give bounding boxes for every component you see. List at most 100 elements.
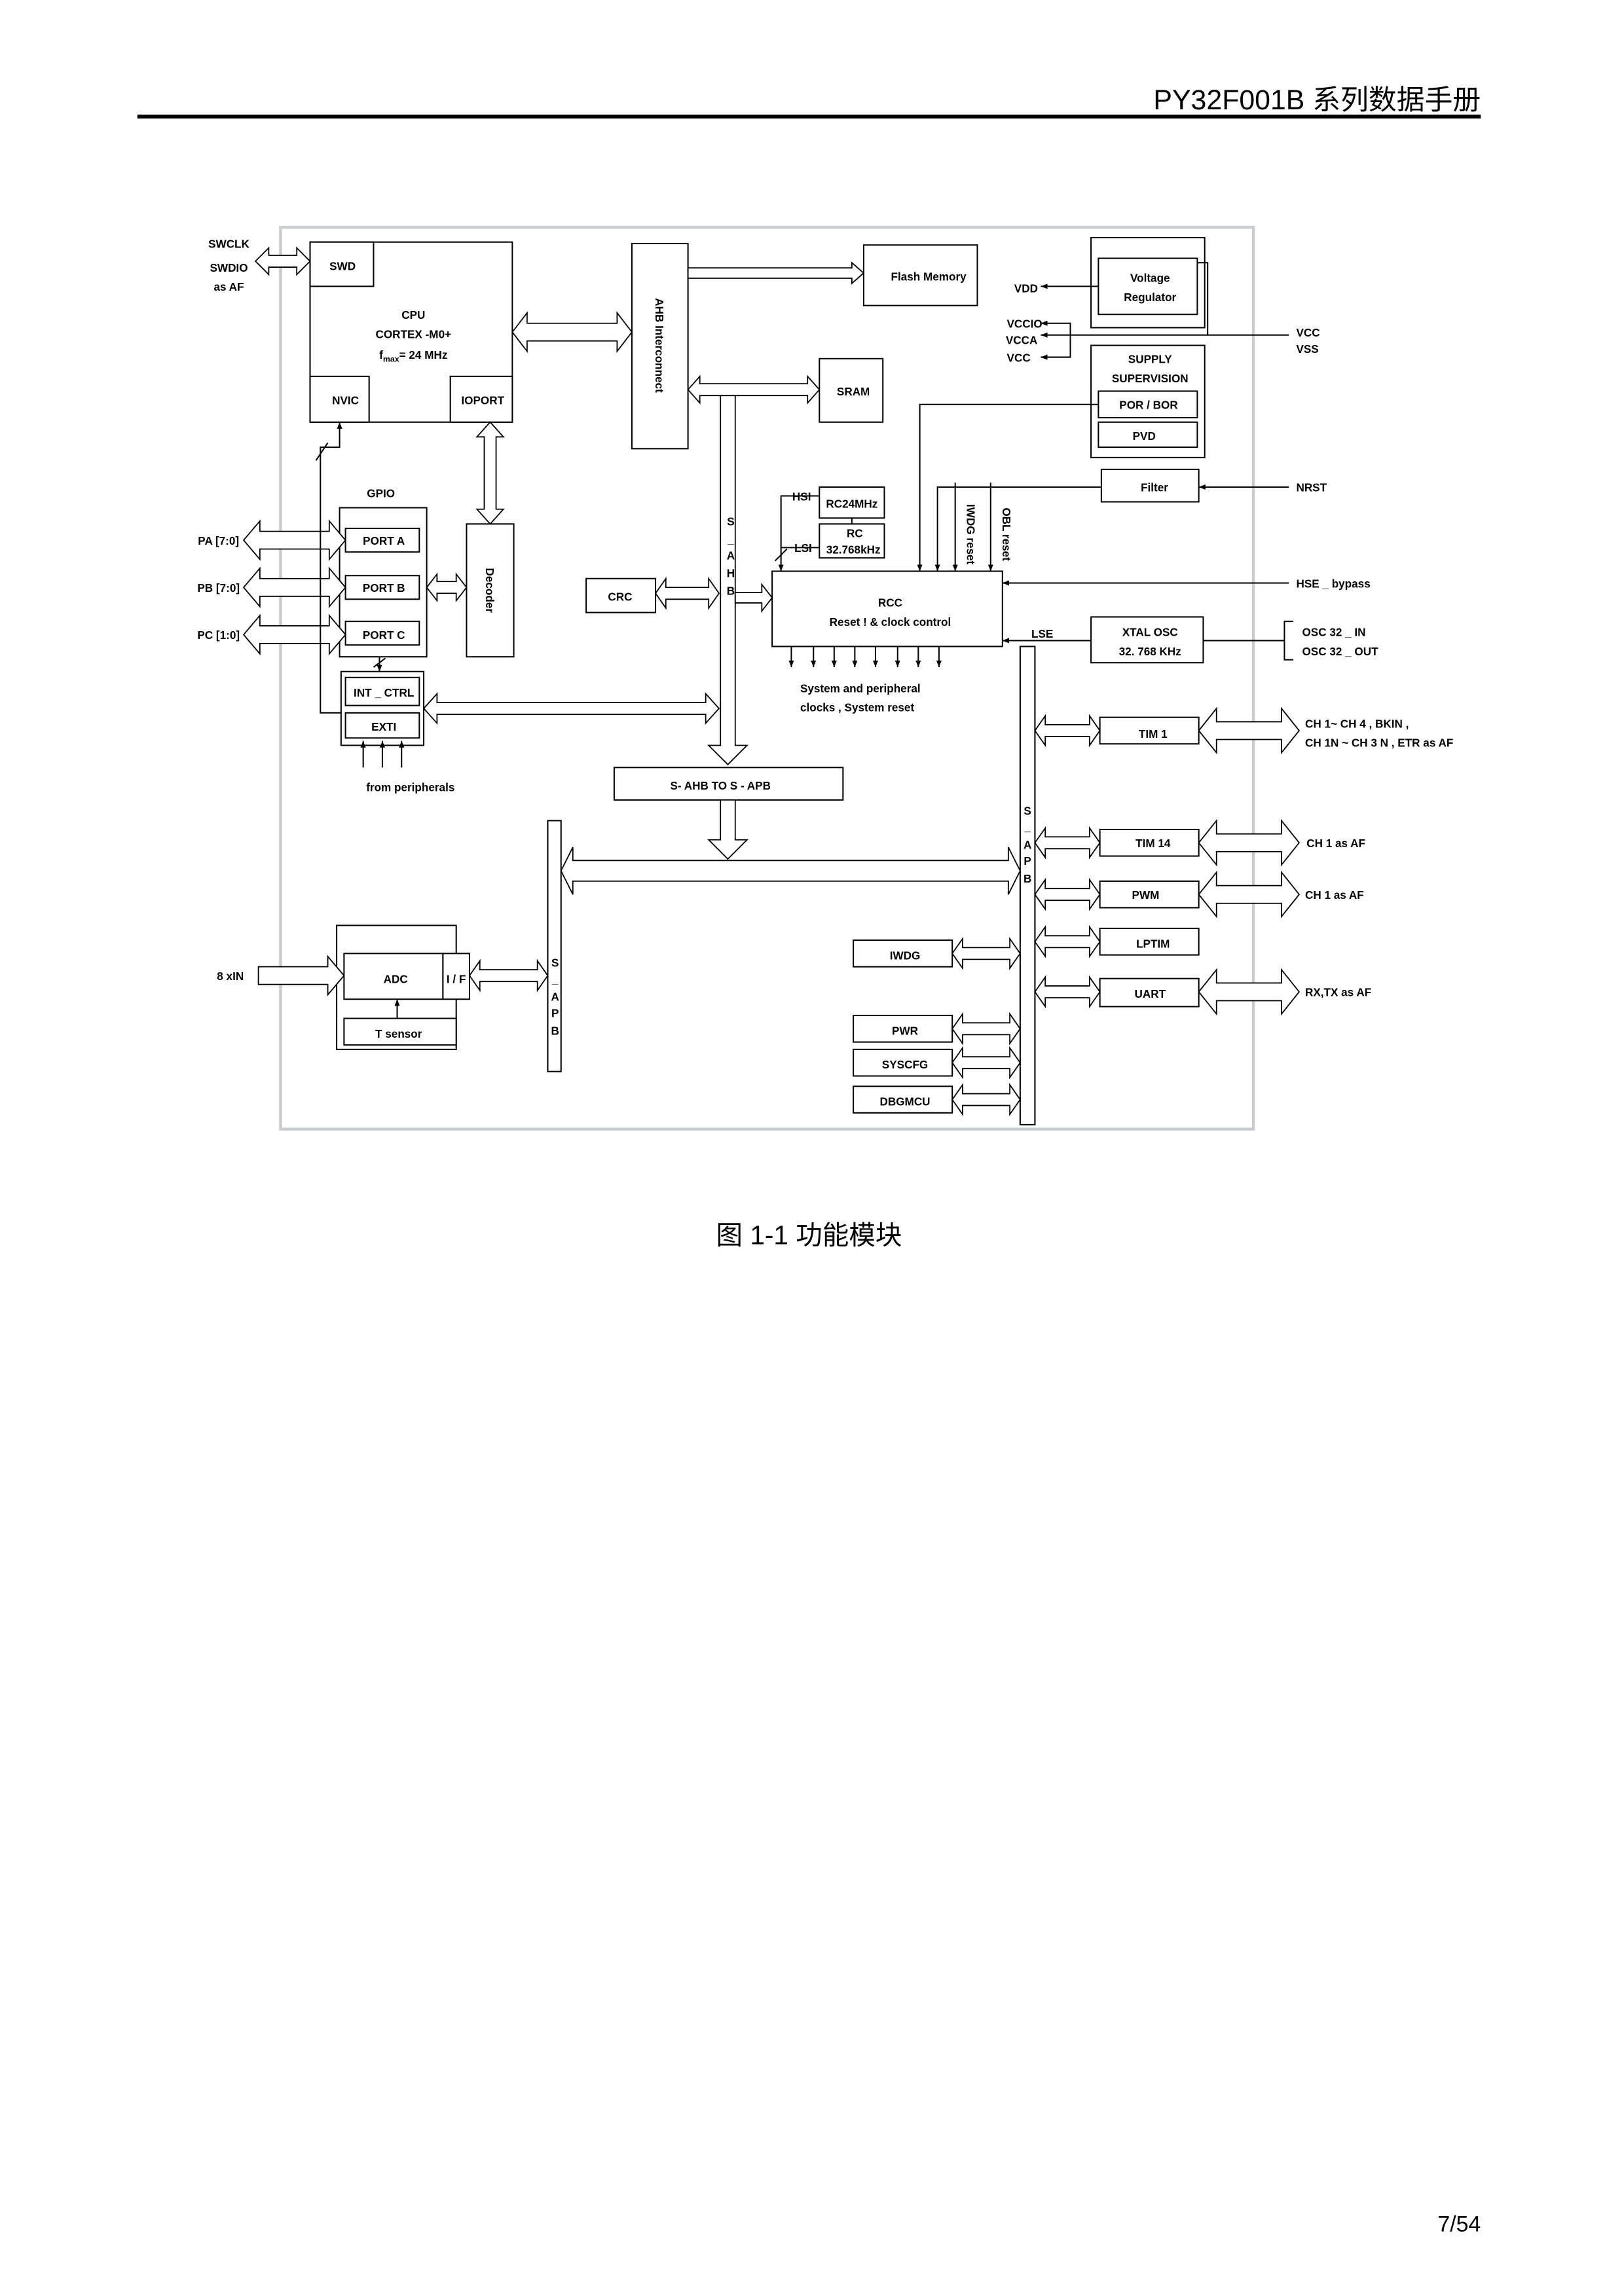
rcc-label: RCC <box>878 596 902 610</box>
sram-block <box>819 357 884 423</box>
exti-block <box>344 712 420 739</box>
supervision-label: SUPERVISION <box>1112 372 1189 385</box>
ahb-rcc-arrow <box>734 583 773 613</box>
vss-label: VSS <box>1296 342 1318 355</box>
vcca-label: VCCA <box>1006 333 1038 346</box>
xtal-osc-block <box>1090 616 1204 664</box>
header-title: PY32F001B 系列数据手册 <box>1153 84 1481 116</box>
swdio-label: SWDIO <box>210 261 248 274</box>
voltage-regulator-block <box>1098 257 1198 316</box>
ahb-to-apb-label: S- AHB TO S - APB <box>670 779 770 792</box>
tim1-block <box>1099 716 1200 745</box>
tim1-pin-double-arrow <box>1198 706 1301 755</box>
ahb-flash-arrow <box>687 261 865 285</box>
obl-reset-label: OBL reset <box>1000 507 1013 561</box>
iwdg-label: IWDG <box>890 949 921 962</box>
crc-block <box>585 577 657 613</box>
s-apb-2-label: A <box>1024 838 1031 851</box>
regulator-vcc-line <box>1197 262 1209 335</box>
int-ctrl-label: INT _ CTRL <box>354 686 414 699</box>
nvic-irq-line <box>320 422 342 714</box>
tim14-pin-double-arrow <box>1198 818 1301 867</box>
lse-label: LSE <box>1031 627 1053 640</box>
xtal-label: XTAL OSC <box>1122 626 1178 639</box>
ioport-block <box>449 375 513 423</box>
tim1-label: TIM 1 <box>1139 727 1168 740</box>
ahb-interconnect-block <box>631 242 689 450</box>
nrst-label: NRST <box>1296 481 1327 494</box>
s-ahb-3-label: H <box>727 566 735 579</box>
cpu-label: CPU <box>401 308 425 321</box>
uart-pin-double-arrow <box>1198 968 1301 1016</box>
s-apb-3-label: P <box>1024 854 1031 867</box>
gpio-label: GPIO <box>367 487 395 500</box>
iwdg-reset-label: IWDG reset <box>965 504 978 565</box>
vccio-label: VCCIO <box>1007 317 1043 330</box>
lptim-bus-double-arrow <box>1034 924 1101 958</box>
filter-reset-line <box>934 486 1101 572</box>
tsensor-block <box>343 1017 457 1046</box>
osc32-bracket <box>1283 621 1293 661</box>
voltage-label: Voltage <box>1130 272 1170 285</box>
s-ahb-1-label: _ <box>727 533 734 546</box>
hsi-line <box>778 495 820 572</box>
vcc-internal-line <box>1041 335 1071 360</box>
syscfg-bus-double-arrow <box>951 1046 1021 1080</box>
s-apb-4-label: B <box>1024 872 1031 885</box>
pb-label: PB [7:0] <box>197 581 240 594</box>
pwr-bus-double-arrow <box>951 1011 1021 1046</box>
crc-double-arrow <box>654 576 720 610</box>
swd-label: SWD <box>329 260 356 273</box>
sys-clocks-1-label: System and peripheral <box>800 682 921 695</box>
tim1-out-2-label: CH 1N ~ CH 3 N , ETR as AF <box>1305 737 1453 750</box>
s-apb-0-label: S <box>1024 804 1031 817</box>
s-apb-2-label: A <box>551 991 559 1004</box>
swclk-label: SWCLK <box>208 238 249 251</box>
ahb-sram-double-arrow <box>687 374 821 405</box>
por-bor-reset-line <box>917 403 1099 572</box>
pwm-label: PWM <box>1132 888 1160 902</box>
rc32-block <box>819 523 885 559</box>
apb-bus-left <box>547 820 562 1072</box>
filter-block <box>1100 468 1200 503</box>
from-peripherals-label: from peripherals <box>366 780 454 793</box>
fmax-part: = 24 MHz <box>399 348 448 361</box>
tim14-bus-double-arrow <box>1034 826 1101 860</box>
fmax-part: f <box>379 348 383 361</box>
int-ctrl-ahb-double-arrow <box>422 692 720 725</box>
port-b-label: PORT B <box>363 581 405 594</box>
osc-in-label: OSC 32 _ IN <box>1302 626 1365 639</box>
regulator-label: Regulator <box>1124 291 1176 304</box>
syscfg-label: SYSCFG <box>882 1058 928 1071</box>
ahb-apb-arrow <box>707 799 748 860</box>
filter-label: Filter <box>1141 481 1168 494</box>
tim1-out-1-label: CH 1~ CH 4 , BKIN , <box>1305 717 1409 730</box>
figure-caption: 图 1-1 功能模块 <box>716 1220 902 1250</box>
pa-label: PA [7:0] <box>198 534 239 547</box>
adc-input-arrow <box>257 955 345 996</box>
diagram-frame <box>279 225 1255 1131</box>
if-label: I / F <box>447 972 466 985</box>
port-a-label: PORT A <box>363 534 405 547</box>
swd-block <box>309 241 375 287</box>
pwm-pin-double-arrow <box>1198 870 1301 919</box>
adc-apb-double-arrow <box>468 958 549 993</box>
hse-bypass-label: HSE _ bypass <box>1296 577 1370 590</box>
port-b-double-arrow <box>242 566 346 609</box>
cortex-label: CORTEX -M0+ <box>375 327 451 340</box>
port-a-double-arrow <box>242 519 346 561</box>
supply-label: SUPPLY <box>1128 353 1173 366</box>
pwm-bus-double-arrow <box>1034 877 1101 911</box>
tsensor-label: T sensor <box>375 1027 422 1040</box>
tim14-block <box>1099 828 1200 857</box>
gpio-exti-slash <box>373 657 386 668</box>
dbgmcu-bus-double-arrow <box>951 1083 1021 1116</box>
ioport-label: IOPORT <box>461 394 504 407</box>
flash-memory-block <box>862 244 978 306</box>
decoder-block <box>466 523 515 658</box>
rcc-sub-label: Reset ! & clock control <box>830 615 951 629</box>
uart-out-label: RX,TX as AF <box>1305 986 1371 999</box>
s-apb-1-label: _ <box>551 972 559 985</box>
s-apb-4-label: B <box>551 1024 559 1037</box>
